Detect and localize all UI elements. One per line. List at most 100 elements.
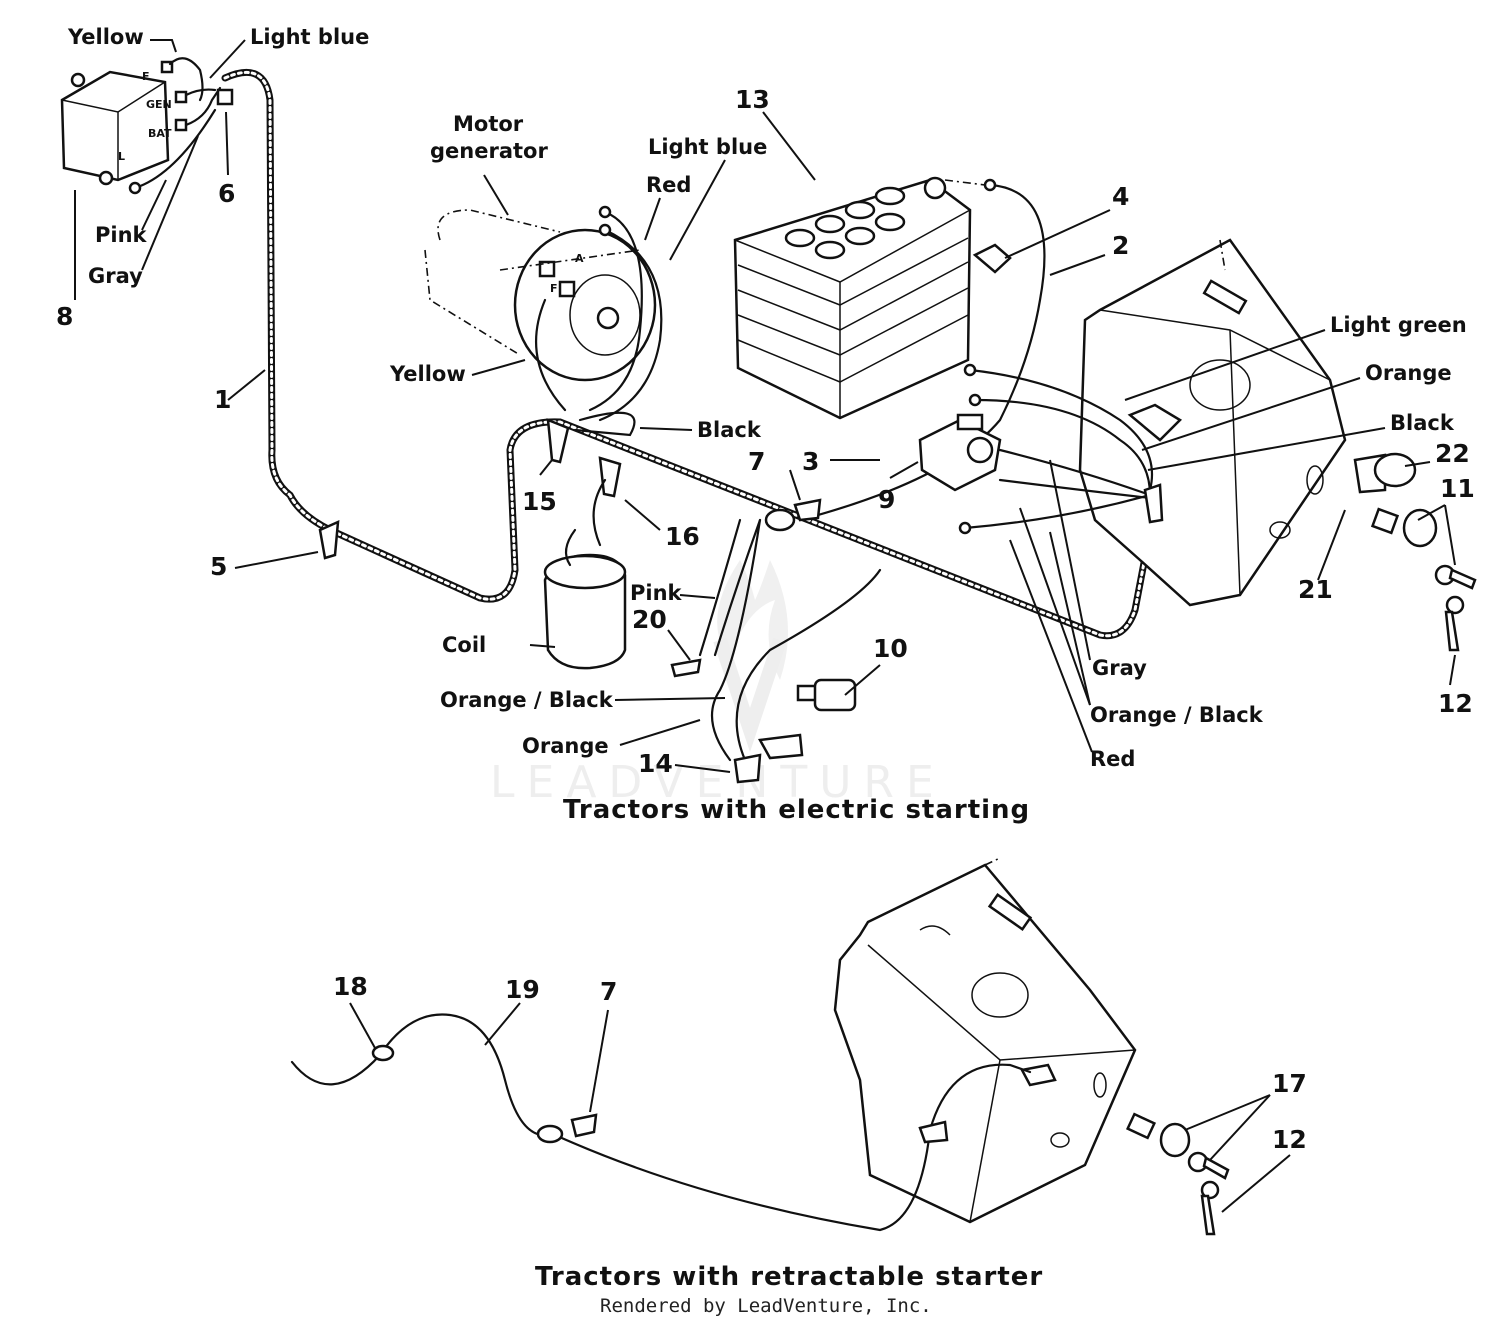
label-pink-mid: Pink [630,581,683,605]
bracket-14 [758,733,804,760]
switch-10 [796,678,857,712]
callout-17-bottom: 17 [1272,1069,1307,1098]
label-motor: Motor [453,112,524,136]
wire-orange-mid [735,568,882,762]
callout-4: 4 [1112,182,1129,211]
gen-terminal-f: F [550,282,558,295]
wire-pink-mid-2 [713,518,762,657]
keys-12-bottom [1187,1151,1230,1236]
clamp-4 [972,243,1012,274]
callout-18-bottom: 18 [333,972,368,1001]
leader-lines-bottom [349,1002,1291,1213]
clip-14 [733,753,762,784]
caption-electric-starting: Tractors with electric starting [563,795,1030,825]
label-orange-mid: Orange [522,734,609,758]
wire-lightgreen [968,368,1154,492]
main-harness [221,68,1159,640]
clip-5 [318,519,340,560]
ignition-coil [543,478,627,670]
label-orange-black-mid: Orange / Black [440,688,614,712]
wire-black-right [998,448,1152,497]
label-orange-right: Orange [1365,361,1452,385]
wire-yellow-gen [535,298,567,412]
label-black-right: Black [1390,411,1455,435]
label-coil: Coil [442,633,486,657]
label-yellow-top: Yellow [67,25,144,49]
callout-11: 11 [1440,474,1475,503]
wire-lightblue-gen [598,228,663,422]
callout-16: 16 [665,522,700,551]
callout-12-bottom: 12 [1272,1125,1307,1154]
wire-gray-right [998,478,1152,500]
clip-16 [598,456,622,498]
callout-12: 12 [1438,689,1473,718]
clip-20 [670,658,702,678]
clip-15 [546,418,570,464]
label-gray-bottom: Gray [1092,656,1147,680]
callout-7: 7 [748,447,765,476]
regulator: F GEN BAT L [60,60,188,186]
callout-8: 8 [56,302,73,331]
label-light-blue-gen: Light blue [648,135,767,159]
label-gray-reg: Gray [88,264,143,288]
wire-yellow-reg [168,57,204,102]
solenoid [918,413,1002,492]
callout-1: 1 [214,385,231,414]
wire-orangeblack-right [963,493,1152,530]
reg-terminal-f: F [142,70,150,83]
wire-orangeblack-mid [710,518,762,762]
reg-terminal-bat: BAT [148,127,172,140]
callout-15: 15 [522,487,557,516]
caption-retractable-starter: Tractors with retractable starter [535,1262,1043,1292]
clip-18 [371,1044,395,1062]
clip-6 [216,88,234,106]
wire-19 [290,1013,552,1137]
wire-19-panel [553,1063,1032,1232]
callout-3: 3 [802,447,819,476]
keys-12 [1434,564,1477,652]
switch-17 [1125,1112,1191,1158]
callout-2: 2 [1112,231,1129,260]
wire-lightblue-reg [184,88,217,97]
switch-11 [1370,507,1438,548]
cable-3 [798,183,1046,522]
wire-orange-right [973,398,1152,497]
label-light-blue-top: Light blue [250,25,369,49]
wire-pink-mid [698,518,742,657]
credit-text: Rendered by LeadVenture, Inc. [600,1295,932,1317]
label-red-gen: Red [646,173,691,197]
label-red-bottom: Red [1090,747,1135,771]
callout-13: 13 [735,85,770,114]
callout-6: 6 [218,179,235,208]
label-orange-black-right: Orange / Black [1090,703,1264,727]
callout-7-bottom: 7 [600,977,617,1006]
label-light-green: Light green [1330,313,1467,337]
wire-pink-reg [133,108,217,190]
callout-5: 5 [210,552,227,581]
callout-19-bottom: 19 [505,975,540,1004]
wire-red-gen [588,210,643,412]
watermark-text: LEADVENTURE [490,757,946,808]
gen-terminal-a: A [575,252,584,265]
switch-22 [1353,452,1417,494]
wire-black-gen [573,411,636,437]
callout-10: 10 [873,634,908,663]
clip-7-top [764,508,796,532]
reg-terminal-l: L [118,150,125,163]
label-generator: generator [430,139,548,163]
clip-7-bottom [536,1124,564,1144]
label-yellow-gen: Yellow [389,362,466,386]
leader-lines-top [74,39,1456,773]
callout-21: 21 [1298,575,1333,604]
callout-9: 9 [878,485,895,514]
callout-22: 22 [1435,439,1470,468]
reg-terminal-gen: GEN [146,98,172,111]
callout-14: 14 [638,749,673,778]
label-pink-reg: Pink [95,223,148,247]
callout-20: 20 [632,605,667,634]
motor-generator: A F [424,209,657,382]
battery [733,176,972,420]
instrument-panel [1078,238,1347,607]
